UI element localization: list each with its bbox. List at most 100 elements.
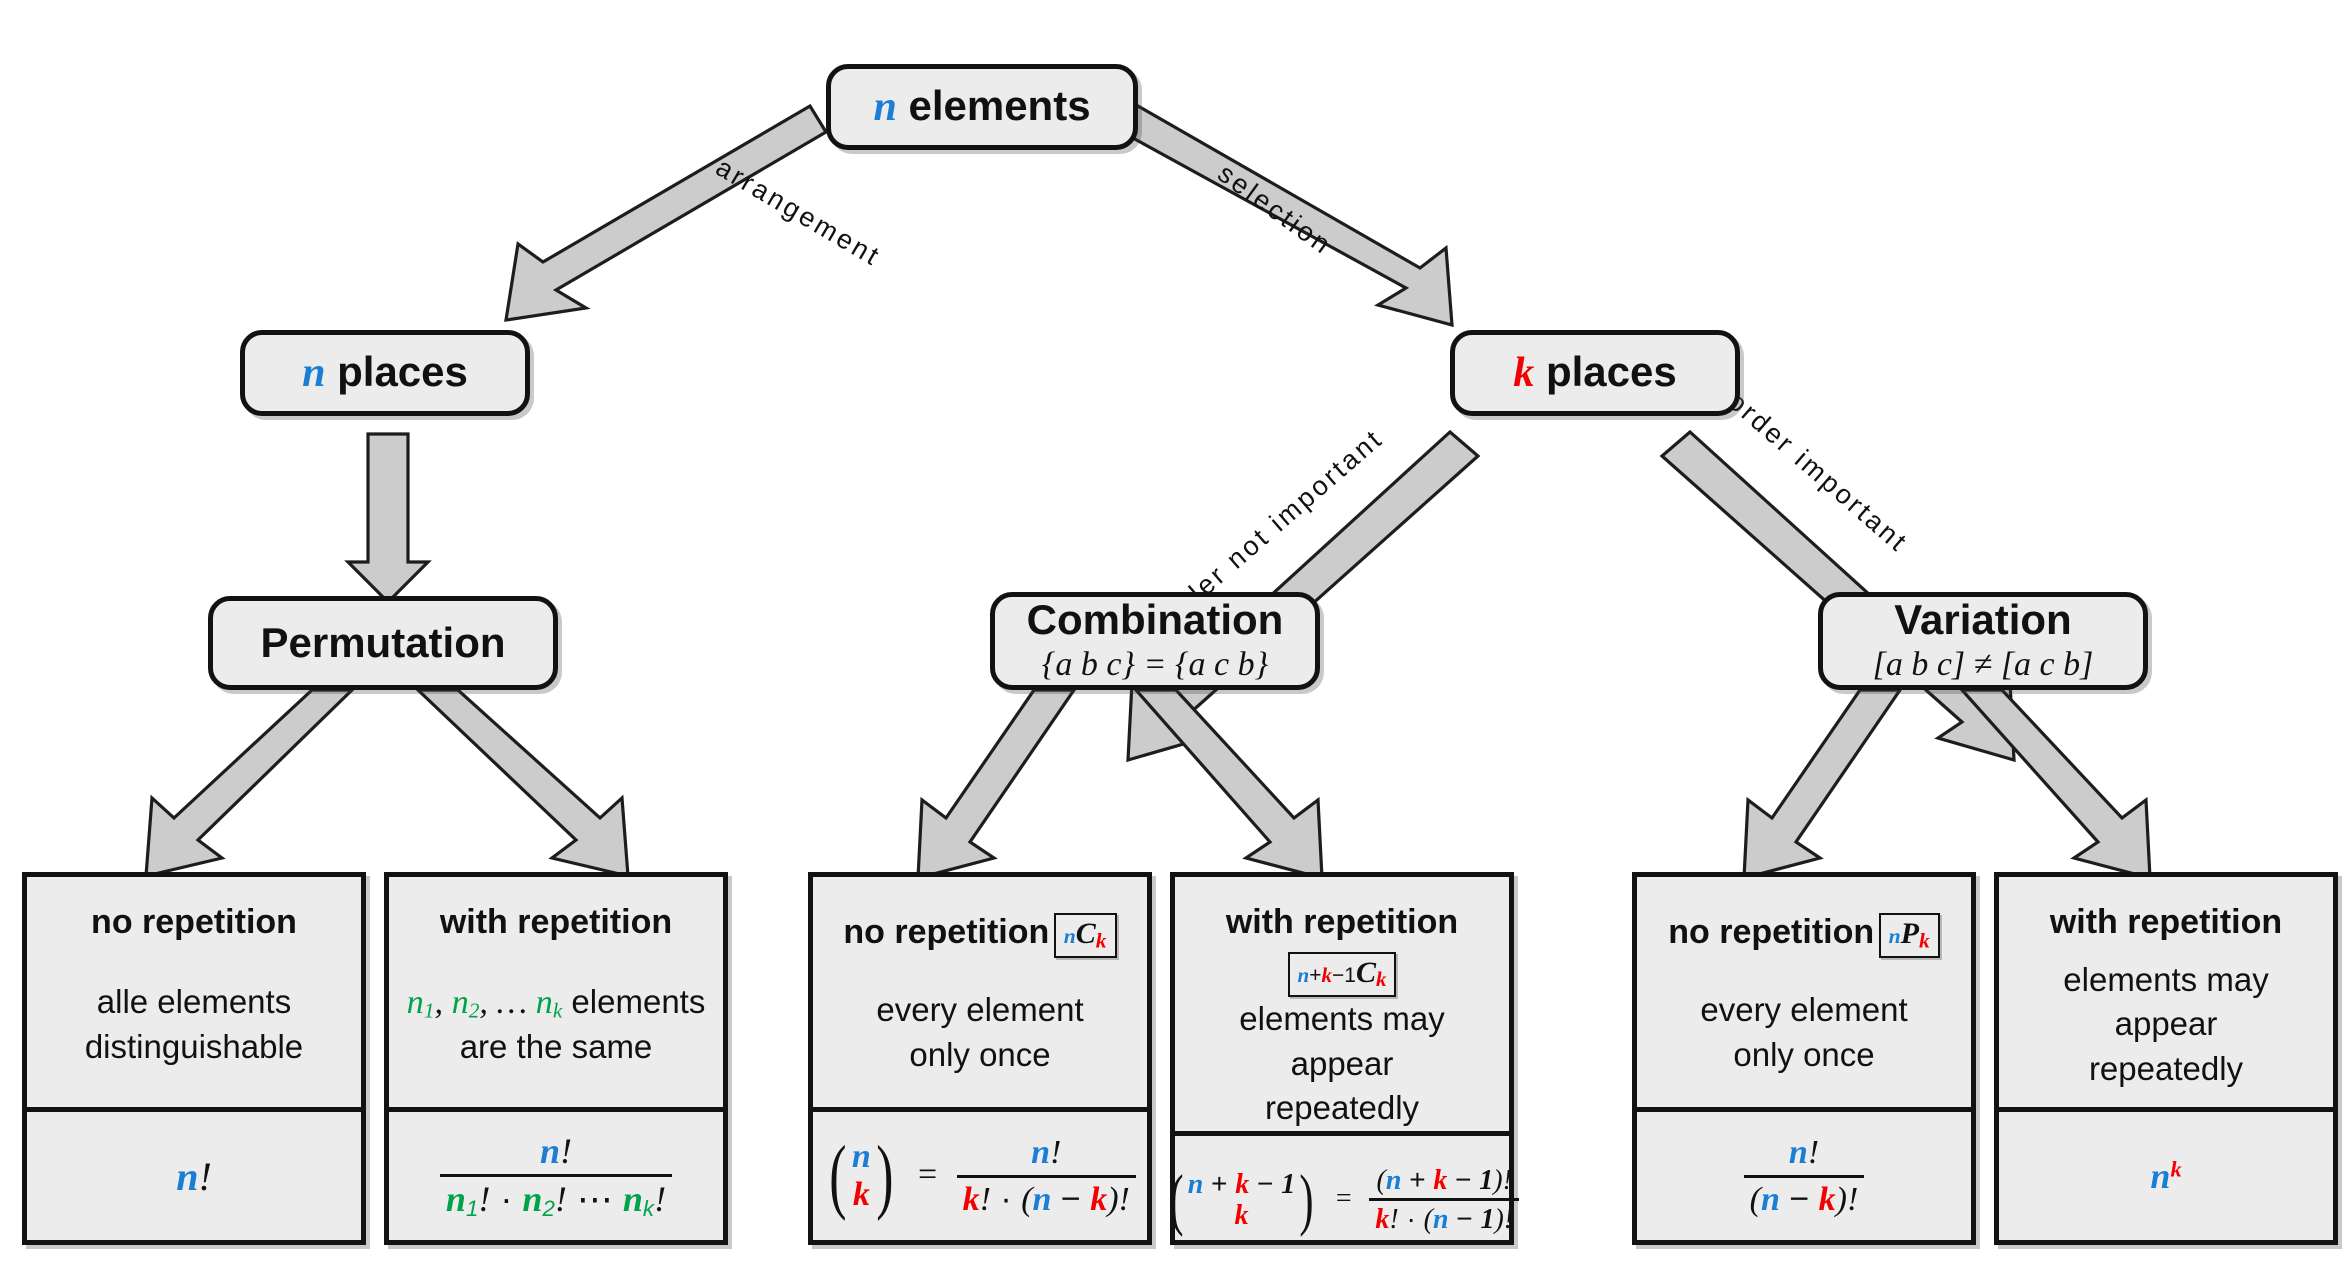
var-n: n: [873, 84, 897, 131]
sym-dot: ·: [1406, 1203, 1416, 1235]
notation-chip-npluskminus1Ck: n+k−1Ck: [1287, 952, 1397, 998]
node-k-places-label: places: [1545, 348, 1677, 396]
sym-rparen: ): [1835, 1180, 1847, 1218]
sub-1: 1: [423, 998, 435, 1023]
card-combination-with-repetition[interactable]: with repetition n+k−1Ck elements may app…: [1169, 872, 1520, 1245]
desc-line-2: repeatedly: [2088, 1049, 2244, 1087]
card-variation-no-repetition[interactable]: no repetition nPk every element only onc…: [1632, 872, 1976, 1245]
sym-minus: −: [1789, 1179, 1810, 1218]
sym-rparen: ): [1493, 1164, 1503, 1196]
sym-n: n: [2150, 1156, 2171, 1196]
arrow-combination-to-card4: [1132, 688, 1324, 881]
card-formula: n!: [27, 1107, 361, 1240]
sym-one: 1: [1480, 1204, 1495, 1236]
desc-line-2: are the same: [459, 1028, 653, 1066]
binomial-npluskminus1-k: ( n + k − 1 k ): [1169, 1161, 1314, 1238]
sym-C: C: [1075, 917, 1096, 950]
node-k-places[interactable]: k places: [1450, 330, 1740, 416]
sym-rparen: ): [1494, 1204, 1504, 1236]
card-formula: ( n k ) = n! k! · (n − k)!: [813, 1107, 1147, 1240]
sym-n: n: [176, 1153, 199, 1199]
desc-line-1: alle elements: [96, 982, 292, 1020]
sym-n2: n: [451, 983, 469, 1022]
sym-k: k: [2170, 1156, 2182, 1182]
sym-k: k: [1375, 1204, 1390, 1236]
sym-factorial: !: [1118, 1180, 1130, 1218]
repetition-label: no repetition: [1668, 913, 1875, 951]
node-n-elements[interactable]: n elements: [826, 64, 1138, 150]
sym-minus: −: [1456, 1203, 1473, 1235]
card-head: with repetition: [389, 877, 723, 942]
card-head: no repetition nCk: [813, 877, 1147, 959]
node-combination-title: Combination: [1026, 595, 1284, 643]
desc-line-2: distinguishable: [84, 1027, 304, 1065]
sym-n: n: [1031, 1134, 1051, 1172]
sym-factorial: !: [1389, 1204, 1399, 1236]
node-n-places[interactable]: n places: [240, 330, 530, 416]
card-description: every element only once: [813, 958, 1147, 1107]
desc-line-2: only once: [909, 1035, 1051, 1073]
sym-factorial: !: [979, 1180, 991, 1218]
arrow-combination-to-card3: [916, 688, 1078, 881]
sym-factorial: !: [478, 1178, 491, 1219]
sym-k: k: [1095, 928, 1107, 953]
card-description: n1, n2, … nk elements are the same: [406, 983, 706, 1066]
arrow-n-places-to-permutation: [344, 432, 432, 605]
sym-minus: −: [1331, 964, 1345, 987]
sub-2: 2: [542, 1195, 555, 1221]
sym-n: n: [1385, 1164, 1402, 1196]
card-head: no repetition: [27, 877, 361, 942]
sym-k: k: [1090, 1180, 1108, 1218]
sym-factorial: !: [1807, 1134, 1820, 1172]
sym-P: P: [1900, 917, 1919, 950]
node-variation-subtitle: [a b c] ≠ [a c b]: [1872, 646, 2094, 684]
node-combination[interactable]: Combination {a b c} = {a c b}: [990, 592, 1320, 690]
sym-lparen: (: [1021, 1180, 1033, 1218]
card-permutation-with-repetition[interactable]: with repetition n1, n2, … nk elements ar…: [384, 872, 728, 1245]
sym-factorial: !: [554, 1178, 567, 1219]
card-formula: n! (n − k)!: [1637, 1107, 1971, 1240]
repetition-label: with repetition: [1225, 903, 1459, 941]
sym-factorial: !: [1503, 1204, 1514, 1236]
sym-lparen: (: [1423, 1204, 1433, 1236]
node-k-places-title: k places: [1513, 348, 1677, 397]
sym-k: k: [1918, 928, 1930, 953]
sym-n: n: [1032, 1180, 1052, 1218]
sym-rparen: ): [1107, 1180, 1119, 1218]
sym-n2: n: [522, 1178, 543, 1219]
sym-equals: =: [1335, 1183, 1352, 1215]
desc-line-1: elements may appear: [2063, 960, 2269, 1043]
card-head: no repetition nPk: [1637, 877, 1971, 959]
repetition-label: with repetition: [2049, 903, 2283, 941]
node-variation[interactable]: Variation [a b c] ≠ [a c b]: [1818, 592, 2148, 690]
arrow-variation-to-card5: [1742, 688, 1904, 881]
sym-n1: n: [445, 1178, 466, 1219]
notation-chip-nPk: nPk: [1878, 913, 1940, 959]
sub-2: 2: [468, 998, 480, 1023]
card-permutation-no-repetition[interactable]: no repetition alle elements distinguisha…: [22, 872, 366, 1245]
card-variation-with-repetition[interactable]: with repetition elements may appear repe…: [1994, 872, 2338, 1245]
repetition-label: no repetition: [843, 913, 1050, 951]
sym-n: n: [1187, 1168, 1204, 1200]
node-permutation[interactable]: Permutation: [208, 596, 558, 690]
card-description: alle elements distinguishable: [27, 942, 361, 1107]
sym-factorial: !: [1502, 1164, 1512, 1196]
sym-n: n: [1788, 1134, 1808, 1172]
sym-n: n: [851, 1137, 871, 1175]
sym-n: n: [1432, 1204, 1449, 1236]
sym-factorial: !: [560, 1131, 573, 1172]
sym-one: 1: [1344, 964, 1356, 987]
var-k: k: [1513, 350, 1535, 397]
desc-line-2: repeatedly: [1264, 1089, 1420, 1127]
sym-nk: n: [622, 1178, 643, 1219]
sym-minus: −: [1455, 1163, 1472, 1195]
node-n-places-title: n places: [302, 350, 468, 396]
sym-n: n: [1297, 963, 1310, 987]
card-combination-no-repetition[interactable]: no repetition nCk every element only onc…: [808, 872, 1152, 1245]
repetition-label: no repetition: [91, 903, 297, 941]
card-formula: ( n + k − 1 k ) = (n + k − 1)! k! · (n −…: [1169, 1130, 1520, 1264]
sym-dot: ·: [1000, 1179, 1012, 1218]
card-description: every element only once: [1637, 958, 1971, 1107]
sym-n1: n: [406, 983, 424, 1022]
